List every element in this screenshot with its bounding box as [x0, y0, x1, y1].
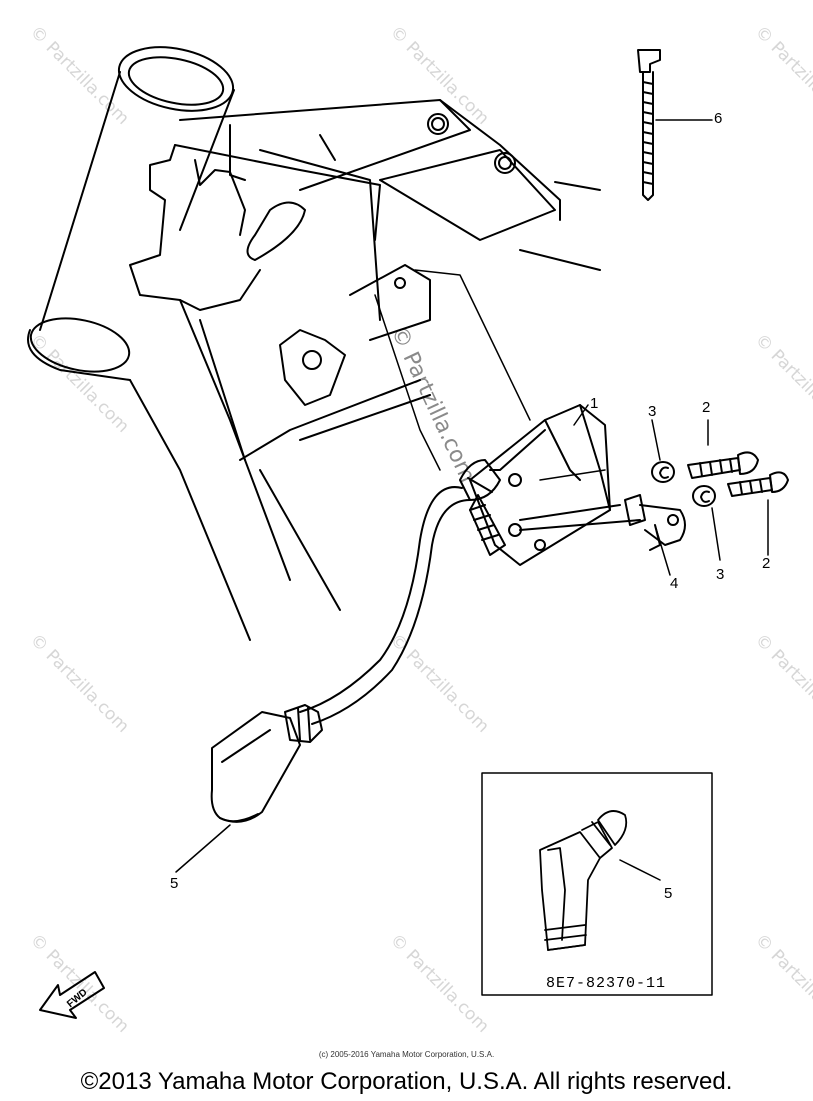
ignition-coil-drawing	[459, 404, 641, 566]
callout-6: 6	[714, 110, 723, 127]
washer-drawings	[651, 461, 716, 507]
inset-part-number: 8E7-82370-11	[546, 975, 667, 992]
plug-cap-drawing	[210, 704, 323, 823]
clamp-drawing	[624, 494, 686, 551]
high-tension-lead-drawing	[299, 486, 471, 725]
fwd-arrow-shape	[39, 971, 105, 1019]
small-copyright: (c) 2005-2016 Yamaha Motor Corporation, …	[318, 1050, 495, 1059]
callout-leaders	[175, 119, 769, 881]
coil-mount-leaders	[374, 269, 606, 481]
inset-box	[481, 772, 713, 996]
frame-main-spars	[179, 99, 601, 321]
callout-3-lower: 3	[716, 566, 725, 583]
callout-4: 4	[670, 575, 679, 592]
callout-3-upper: 3	[648, 403, 657, 420]
callout-2-upper: 2	[702, 399, 711, 416]
callout-2-lower: 2	[762, 555, 771, 572]
callout-1: 1	[590, 395, 599, 412]
callout-5-main: 5	[170, 875, 179, 892]
frame-down-tubes	[129, 299, 431, 641]
callout-5-inset: 5	[664, 885, 673, 902]
frame-mounting-tab	[279, 264, 431, 406]
cable-tie-drawing	[637, 49, 661, 201]
bolt-drawings	[687, 451, 789, 497]
frame-head-tube	[27, 46, 235, 381]
inset-plug-cap-drawing	[539, 810, 628, 951]
main-copyright: ©2013 Yamaha Motor Corporation, U.S.A. A…	[80, 1068, 733, 1095]
frame-bracket-plate	[129, 144, 381, 311]
